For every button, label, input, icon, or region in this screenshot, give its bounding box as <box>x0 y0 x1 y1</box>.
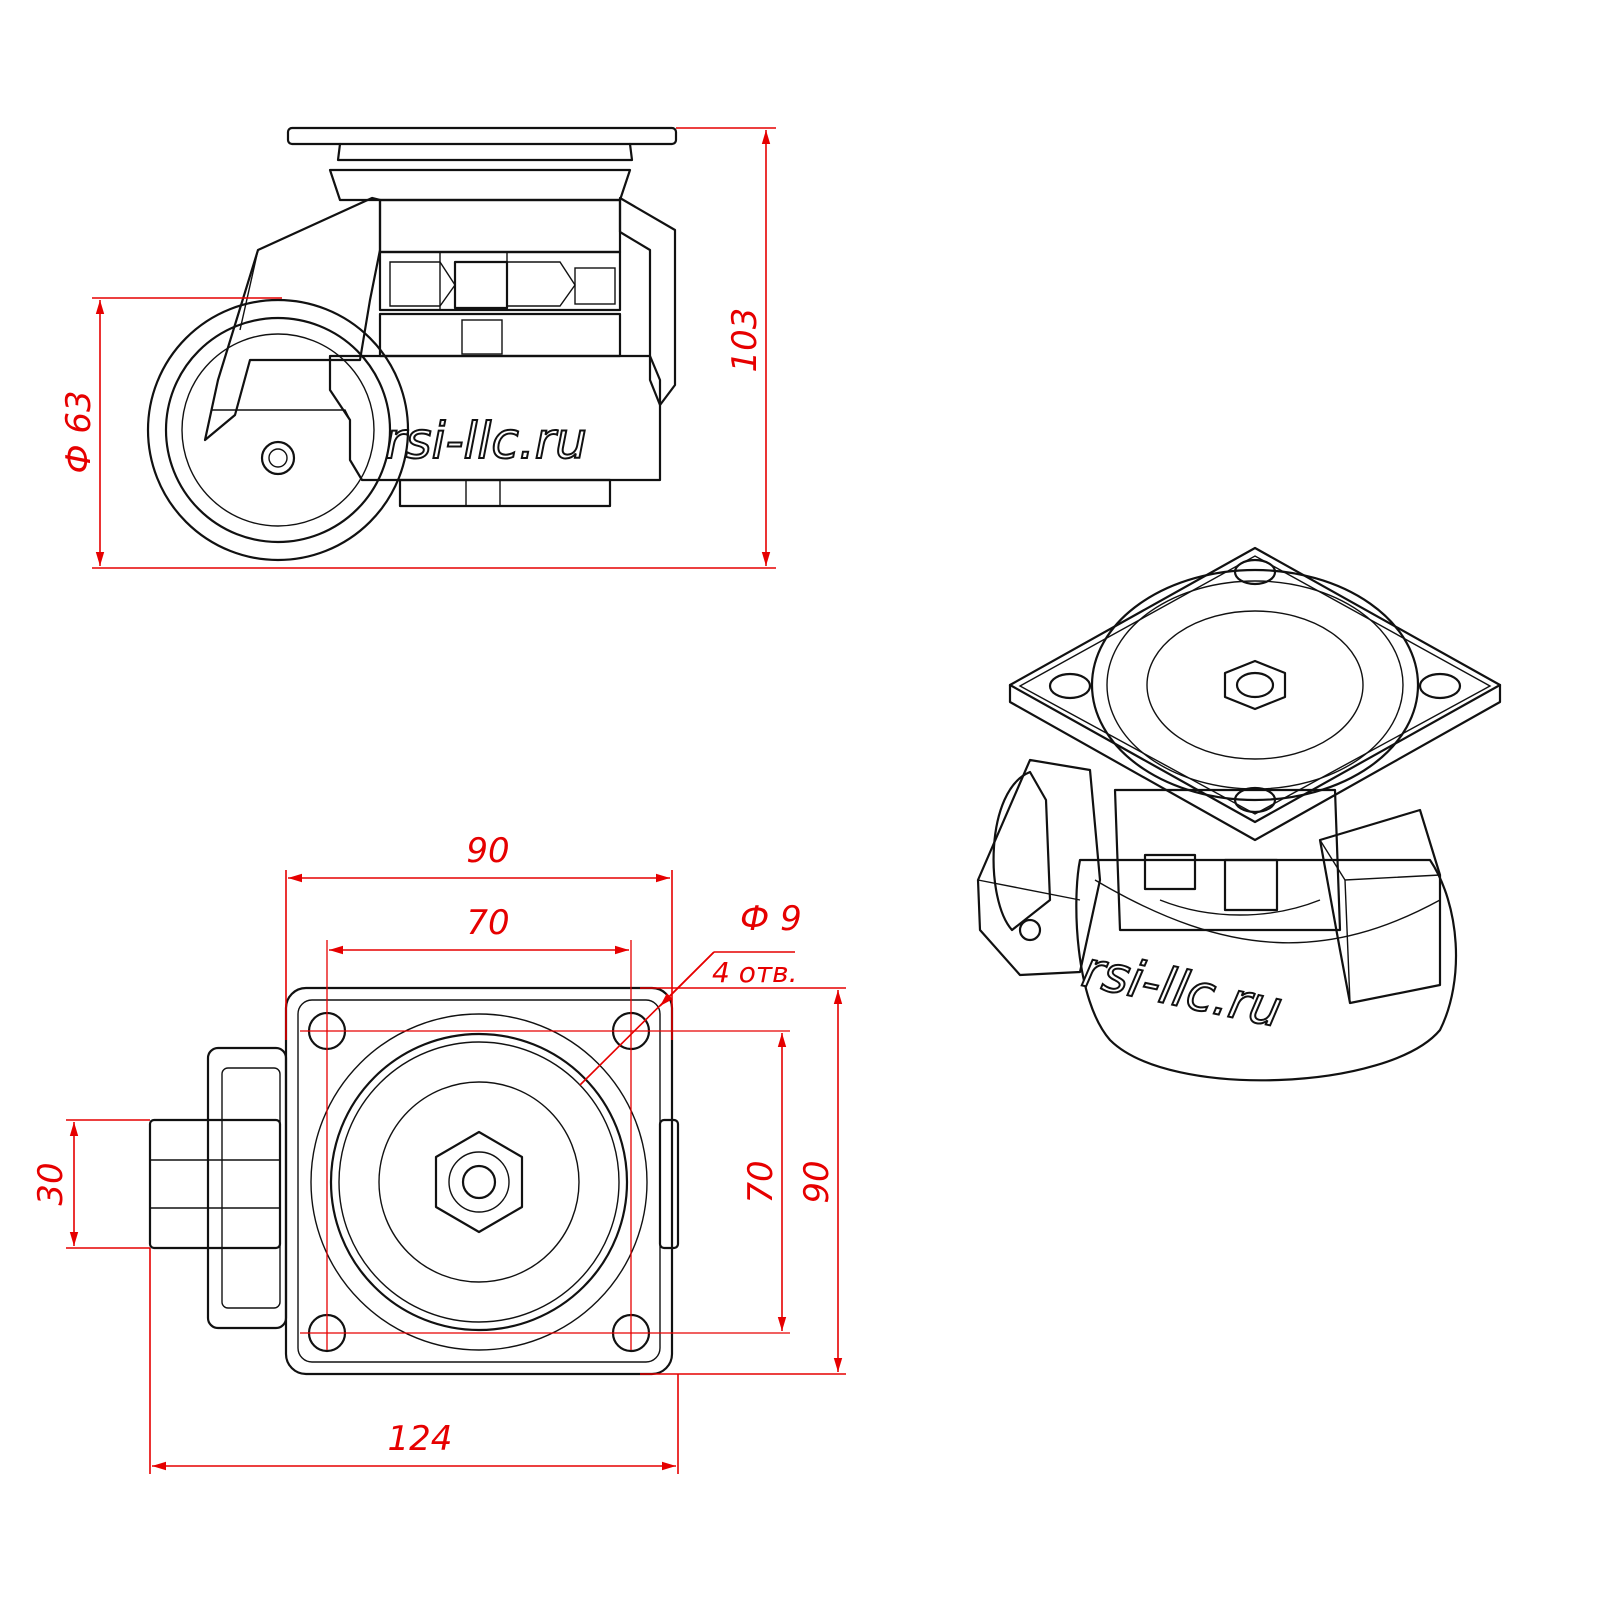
top-view-dimensions: 90 70 Ф 9 4 отв. 30 70 90 124 <box>31 831 846 1474</box>
plate-height-label: 90 <box>797 1160 837 1203</box>
iso-mount-hole-icon <box>1233 786 1277 814</box>
side-view: rsi-llc.ru <box>146 126 678 562</box>
side-view-dimensions: Ф 63 103 <box>59 127 776 569</box>
top-view-lever <box>206 1046 288 1330</box>
iso-axle-hole-icon <box>1018 918 1042 942</box>
iso-lever <box>976 758 1102 977</box>
side-view-logo: rsi-llc.ru <box>385 412 587 470</box>
plate-width-label: 90 <box>466 831 509 871</box>
top-view-wheel <box>148 1118 282 1250</box>
hole-diameter-label: Ф 9 <box>740 899 802 939</box>
adjust-nut-icon <box>434 1130 524 1234</box>
isometric-view: rsi-llc.ru <box>976 546 1502 1082</box>
hole-spacing-width-label: 70 <box>466 903 509 943</box>
side-view-wheel <box>146 298 410 562</box>
hole-count-label: 4 отв. <box>712 956 798 989</box>
iso-mount-hole-icon <box>1418 672 1462 700</box>
top-view-plate <box>284 986 674 1376</box>
iso-logo: rsi-llc.ru <box>1078 940 1288 1039</box>
top-view <box>148 986 680 1376</box>
side-view-top-plate <box>286 126 678 146</box>
total-height-label: 103 <box>725 308 765 373</box>
hole-spacing-height-label: 70 <box>741 1160 781 1203</box>
iso-top-plate <box>1008 546 1502 824</box>
overall-length-label: 124 <box>388 1419 453 1459</box>
lever-width-label: 30 <box>31 1162 71 1205</box>
axle-hole-icon <box>260 440 296 476</box>
wheel-diameter-label: Ф 63 <box>59 390 99 473</box>
iso-nut-icon <box>1223 659 1287 711</box>
side-view-fork <box>203 196 382 442</box>
side-view-adjuster <box>378 250 622 358</box>
side-view-body <box>328 354 662 482</box>
iso-mount-hole-icon <box>1233 558 1277 586</box>
iso-mount-hole-icon <box>1048 672 1092 700</box>
